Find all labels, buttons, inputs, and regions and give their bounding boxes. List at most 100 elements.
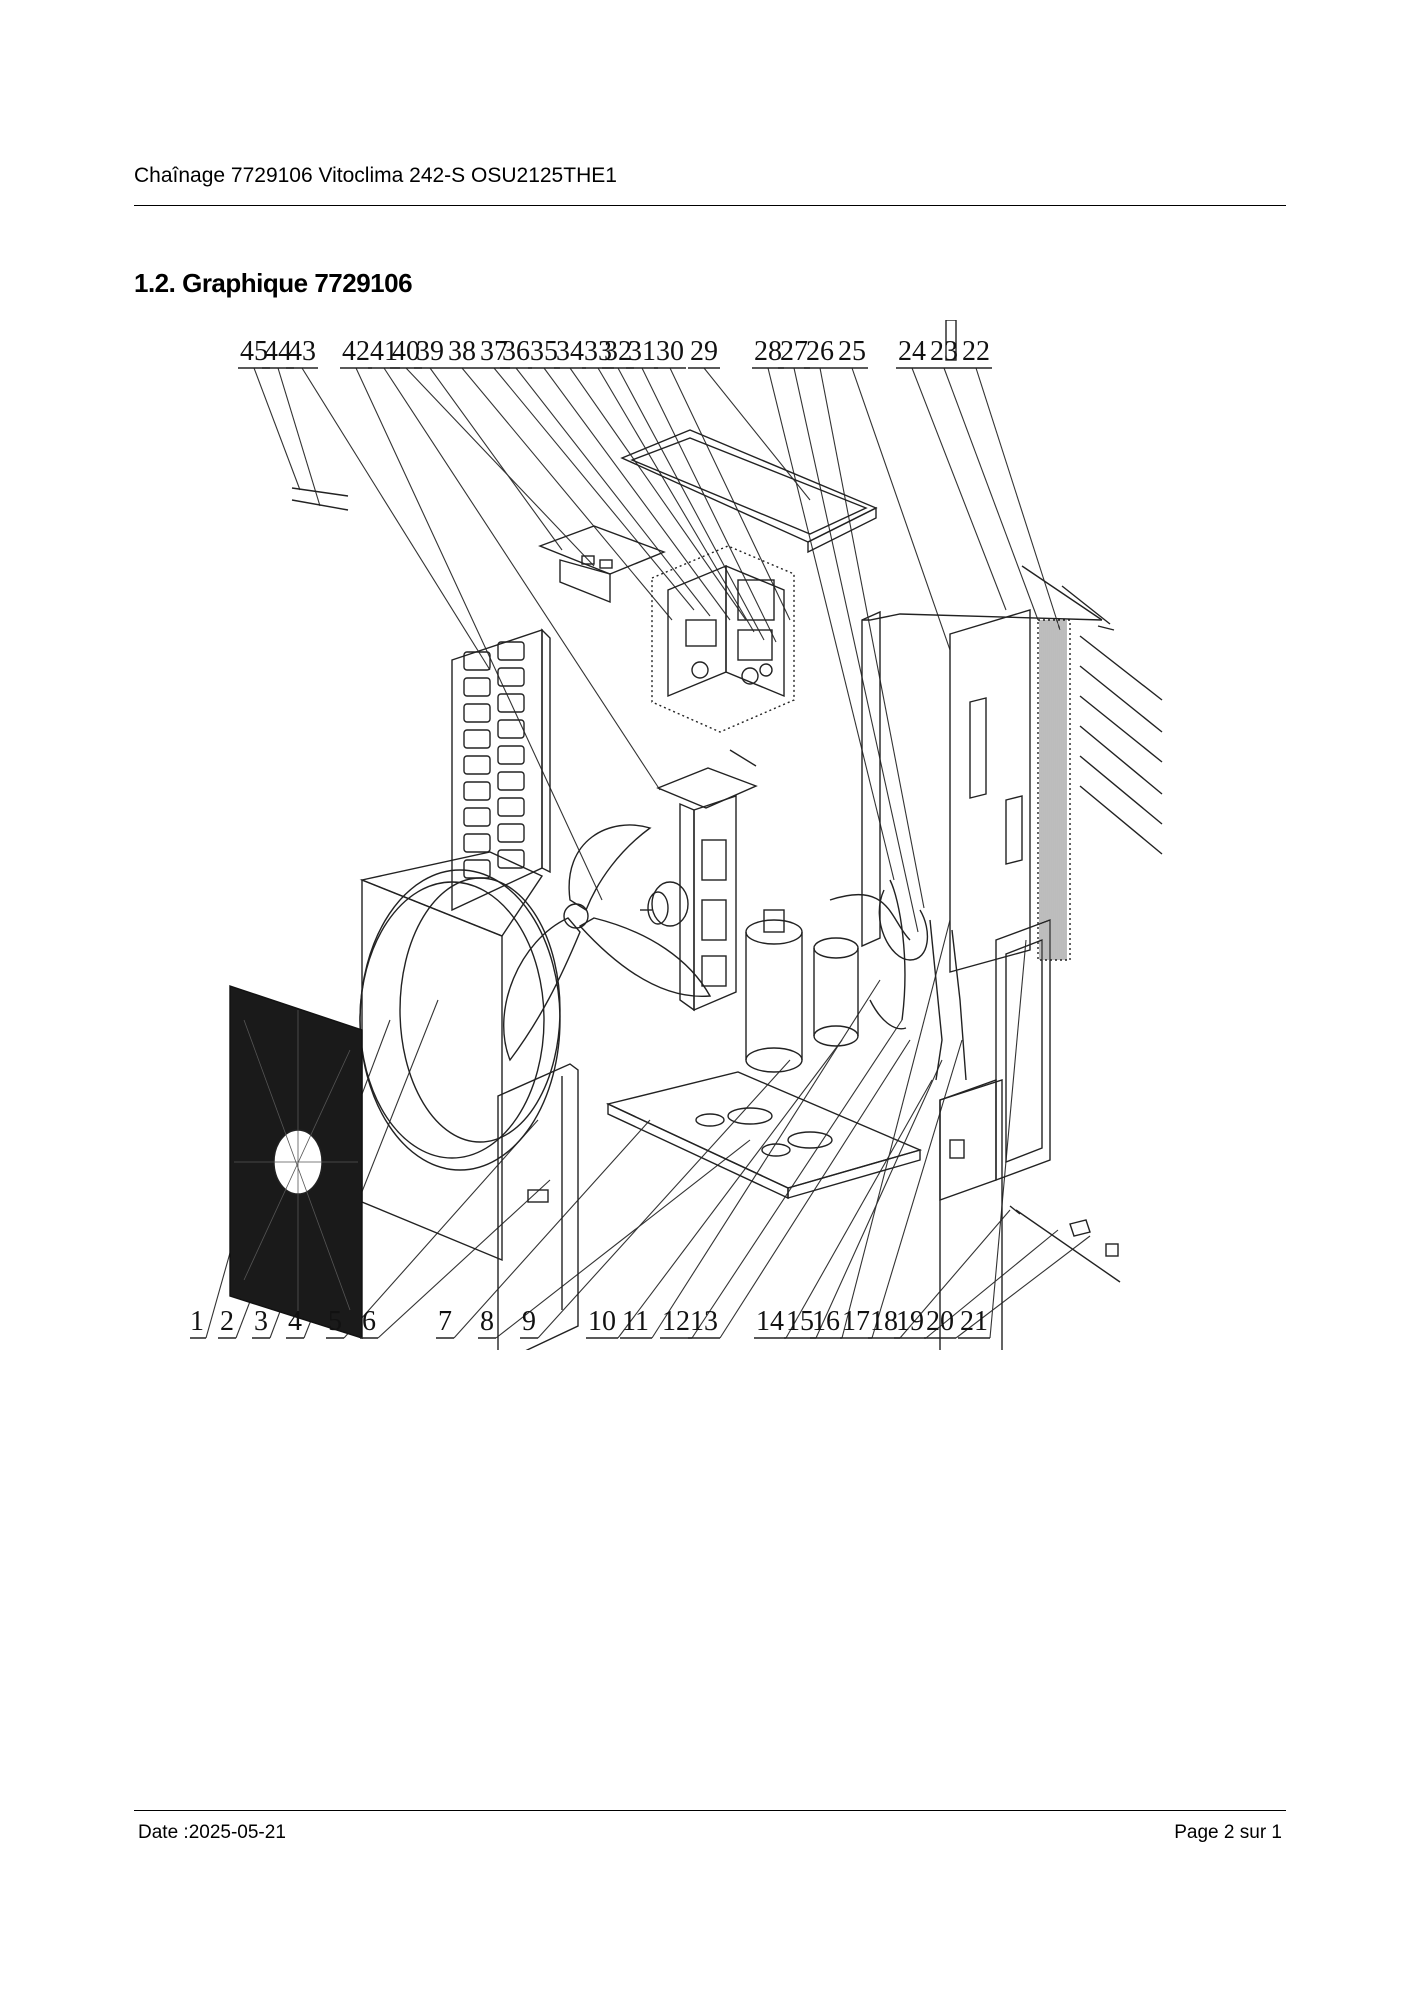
grille-cell [497,667,525,687]
leader-line-36 [515,367,711,617]
page-header: Chaînage 7729106 Vitoclima 242-S OSU2125… [134,164,617,187]
callout-label-43: 43 [288,336,316,367]
condenser-coil-assembly [861,609,1103,973]
leader-line-34 [569,367,747,621]
callout-label-35: 35 [530,336,558,367]
callout-label-34: 34 [556,336,584,367]
leader-line-5 [343,1119,539,1339]
leader-line-31 [641,367,777,643]
top-cover [620,429,878,554]
callout-label-29: 29 [690,336,718,367]
footer-date: Date :2025-05-21 [138,1822,286,1843]
leader-line-8 [495,1139,751,1339]
leader-line-20 [955,1235,1091,1339]
callout-label-21: 21 [960,1306,988,1337]
front-side-panel [497,1063,579,1350]
leader-line-37 [493,367,695,611]
leader-line-24 [911,367,1007,611]
refrigerant-piping [829,320,967,1081]
control-board-assembly [651,545,795,733]
leader-line-26 [819,367,925,909]
callout-label-2: 2 [220,1306,234,1337]
leader-line-16 [841,919,951,1339]
leader-line-19 [925,1229,1059,1339]
callout-label-11: 11 [622,1306,649,1337]
grille-cell [463,781,491,801]
callout-label-27: 27 [780,336,808,367]
callout-label-41: 41 [370,336,398,367]
right-side-panel [939,918,1051,1350]
callout-label-8: 8 [480,1306,494,1337]
leader-line-18 [899,1209,1011,1339]
fan-blade [503,824,712,1062]
callout-label-23: 23 [930,336,958,367]
leader-line-25 [851,367,951,651]
leader-line-9 [537,1059,791,1339]
leader-line-7 [453,1119,651,1339]
leader-line-35 [543,367,731,621]
footer-page-number: Page 2 sur 1 [1174,1822,1282,1843]
grille-cell [463,651,491,671]
grille-cell [497,745,525,765]
callout-label-10: 10 [588,1306,616,1337]
leader-line-14 [785,1079,933,1339]
grille-cell [497,693,525,713]
leader-line-13 [719,1039,911,1339]
leader-line-29 [703,367,811,501]
grille-cell [497,797,525,817]
callout-label-16: 16 [812,1306,840,1337]
front-grille [229,985,363,1339]
leader-line-23 [943,367,1039,621]
leader-line-17 [871,1039,963,1339]
callout-label-6: 6 [362,1306,376,1337]
grille-cell [497,823,525,843]
leader-line-42 [355,367,603,901]
callout-label-32: 32 [604,336,632,367]
leader-line-32 [617,367,765,641]
grille-cell [463,677,491,697]
leader-line-45 [253,367,301,491]
callout-label-25: 25 [838,336,866,367]
callout-label-18: 18 [870,1306,898,1337]
grille-cell [463,833,491,853]
grille-cell [463,807,491,827]
grille-cell [497,641,525,661]
rear-grille-panel [451,628,551,912]
rod-parts [291,487,349,511]
callout-label-24: 24 [898,336,926,367]
callout-label-1: 1 [190,1306,204,1337]
coil-guard-wires [1021,565,1163,855]
callout-label-33: 33 [584,336,612,367]
electrical-box [538,525,666,604]
footer-divider [134,1810,1286,1811]
callout-label-45: 45 [240,336,268,367]
fan-motor [640,881,689,927]
base-pan [605,1071,923,1200]
leader-line-41 [383,367,661,791]
leader-line-43 [301,367,491,671]
partition-plate [656,749,758,1012]
grille-cell [463,729,491,749]
grille-cell [463,755,491,775]
leader-line-12 [691,1019,903,1339]
callout-label-31: 31 [628,336,656,367]
compressor [745,909,803,1073]
leader-line-15 [815,1059,943,1339]
leader-line-6 [377,1179,551,1339]
grille-cell [497,771,525,791]
callout-label-20: 20 [926,1306,954,1337]
callout-label-14: 14 [756,1306,784,1337]
callout-label-13: 13 [690,1306,718,1337]
callout-label-36: 36 [502,336,530,367]
leader-line-21 [989,939,1027,1339]
leader-line-10 [617,1039,843,1339]
callout-label-26: 26 [806,336,834,367]
leader-line-27 [793,367,919,933]
leader-line-38 [461,367,673,621]
callout-label-3: 3 [254,1306,268,1337]
sensor-parts [1009,1205,1121,1283]
exploded-view-drawing: 4544434241403938373635343332313029282726… [190,320,1163,1350]
